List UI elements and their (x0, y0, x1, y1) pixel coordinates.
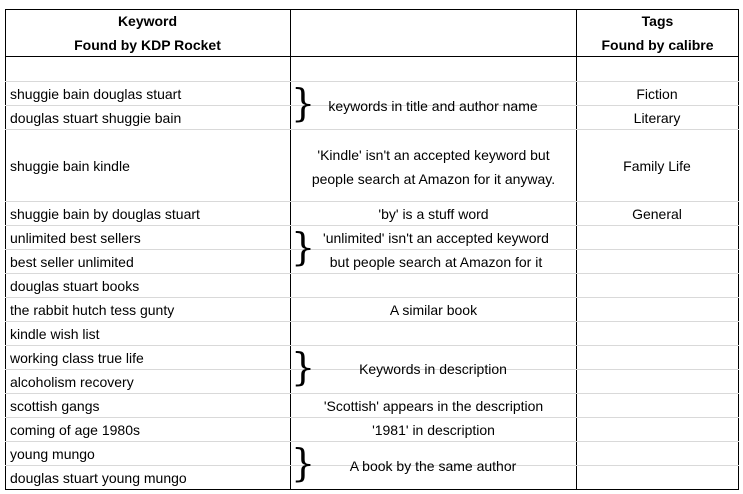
note-scottish: 'Scottish' appears in the description (323, 398, 544, 414)
keyword-cell: working class true life (10, 350, 144, 366)
spreadsheet-table: Keyword Found by KDP Rocket Tags Found b… (5, 9, 739, 490)
note-description: Keywords in description (359, 361, 507, 377)
keyword-cell: coming of age 1980s (10, 422, 140, 438)
keyword-cell: douglas stuart shuggie bain (10, 110, 182, 126)
bottom-border (5, 489, 739, 490)
brace-icon: } (291, 81, 316, 125)
note-unlimited-line1: 'unlimited' isn't an accepted keyword (323, 230, 549, 246)
tags-subheader: Found by calibre (601, 37, 714, 53)
keyword-cell: the rabbit hutch tess gunty (10, 302, 175, 318)
keyword-subheader: Found by KDP Rocket (74, 37, 221, 53)
header-bottom-border (5, 56, 739, 57)
tags-header: Tags (641, 13, 674, 29)
note-kindle-line1: 'Kindle' isn't an accepted keyword but (317, 147, 550, 163)
note-kindle-line2: people search at Amazon for it anyway. (311, 171, 556, 187)
note-title-author: keywords in title and author name (328, 98, 538, 114)
top-border (5, 9, 739, 10)
note-1981: '1981' in description (372, 422, 495, 438)
tag-cell: Literary (633, 110, 681, 126)
brace-icon: } (291, 441, 316, 485)
keyword-cell: shuggie bain douglas stuart (10, 86, 182, 102)
keyword-cell: scottish gangs (10, 398, 100, 414)
brace-icon: } (291, 225, 316, 269)
tag-cell: Family Life (623, 158, 691, 174)
keyword-cell: best seller unlimited (10, 254, 134, 270)
keyword-cell: douglas stuart young mungo (10, 470, 187, 486)
keyword-cell: unlimited best sellers (10, 230, 141, 246)
note-unlimited-line2: but people search at Amazon for it (329, 254, 543, 270)
tag-cell: Fiction (636, 86, 678, 102)
keyword-cell: shuggie bain kindle (10, 158, 130, 174)
keyword-cell: young mungo (10, 446, 95, 462)
keyword-cell: alcoholism recovery (10, 374, 134, 390)
note-same-author: A book by the same author (349, 458, 517, 474)
keyword-header: Keyword (117, 13, 178, 29)
tag-cell: General (632, 206, 682, 222)
note-by-word: 'by' is a stuff word (378, 206, 489, 222)
keyword-cell: kindle wish list (10, 326, 100, 342)
keyword-cell: shuggie bain by douglas stuart (10, 206, 200, 222)
brace-icon: } (291, 345, 316, 389)
keyword-cell: douglas stuart books (10, 278, 140, 294)
note-similar-book: A similar book (389, 302, 478, 318)
